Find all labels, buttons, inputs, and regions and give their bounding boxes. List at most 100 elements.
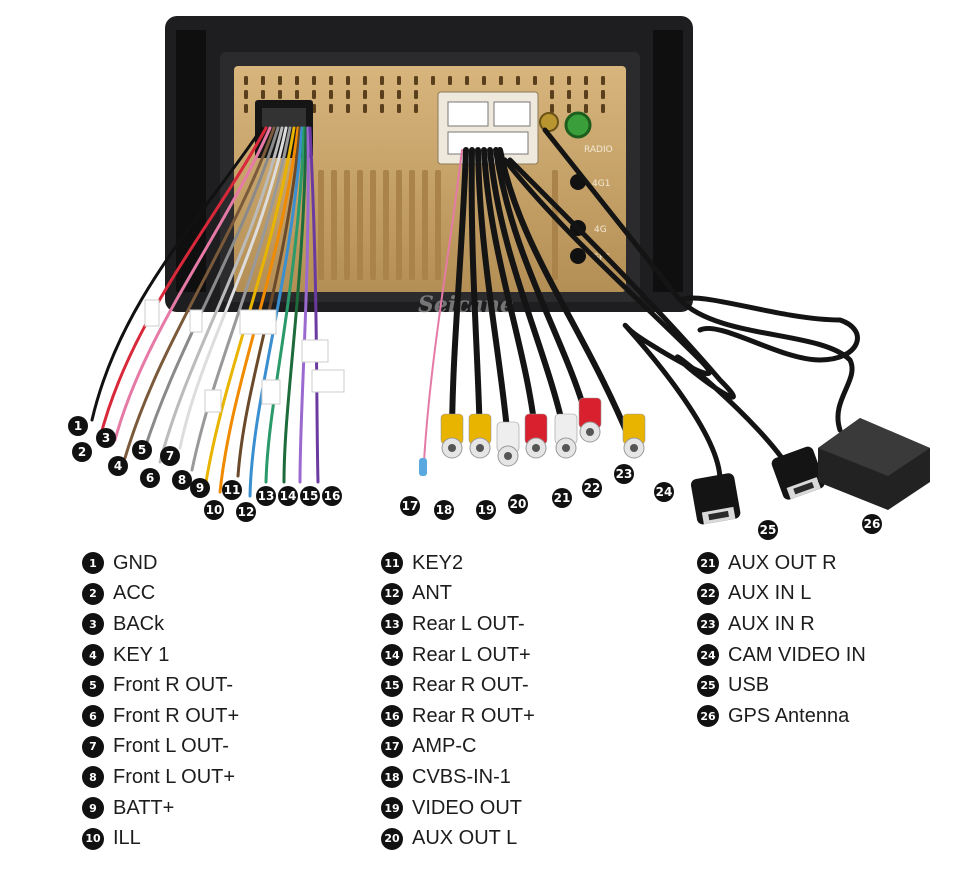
callout-marker-number: 23: [616, 467, 633, 481]
vent-slot: [601, 90, 605, 99]
legend-label: Front L OUT+: [113, 765, 236, 788]
callout-marker-14: 14: [278, 486, 298, 506]
callout-marker-number: 14: [280, 489, 297, 503]
wire-tag: [311, 369, 345, 393]
callout-marker-25: 25: [758, 520, 778, 540]
gps-cable-coil: [677, 295, 860, 363]
wire-5: [143, 126, 280, 450]
legend-label: KEY 1: [113, 643, 170, 666]
vent-slot: [397, 104, 401, 113]
vent-slot: [244, 90, 248, 99]
wiring-harness: [90, 126, 345, 498]
wire-tag: [239, 309, 277, 335]
vent-slot: [363, 104, 367, 113]
connector-b: [493, 101, 531, 127]
callout-marker-number: 4: [114, 459, 122, 473]
left-bracket: [176, 30, 206, 292]
vent-slot: [584, 90, 588, 99]
callout-marker-number: 17: [402, 499, 419, 513]
vent-slot: [295, 76, 299, 85]
callout-marker-number: 24: [656, 485, 673, 499]
vent-slot: [584, 76, 588, 85]
legend-label: VIDEO OUT: [412, 796, 523, 819]
rca-plug: [496, 421, 520, 467]
heatsink-fin: [422, 170, 428, 280]
fakra-port: [564, 111, 592, 139]
callout-marker-17: 17: [400, 496, 420, 516]
rca-plug: [440, 413, 464, 459]
legend-label: ACC: [113, 582, 156, 605]
callout-marker-number: 12: [238, 505, 255, 519]
rca-cable-23: [493, 147, 591, 425]
vent-slot: [414, 76, 418, 85]
legend-number-badge: 25: [697, 674, 719, 697]
legend-label: BACk: [113, 612, 165, 635]
legend-number-badge: 20: [381, 827, 403, 850]
vent-slot: [346, 104, 350, 113]
usb-cables: [502, 127, 860, 483]
rca-plug: [578, 397, 602, 443]
wire-4: [123, 126, 276, 460]
vent-slot: [244, 76, 248, 85]
callout-marker-number: 22: [584, 481, 601, 495]
vent-slot: [380, 90, 384, 99]
vent-slot: [295, 90, 299, 99]
vent-slot: [499, 76, 503, 85]
callout-marker-number: 21: [554, 491, 571, 505]
vent-slot: [380, 76, 384, 85]
watermark: Seicane: [418, 292, 514, 318]
vent-slot: [244, 104, 248, 113]
vent-slot: [465, 76, 469, 85]
rca-plug: [622, 413, 646, 459]
callout-marker-2: 2: [72, 442, 92, 462]
callout-marker-number: 11: [224, 483, 241, 497]
vent-slot: [601, 76, 605, 85]
heatsink-fin: [435, 170, 441, 280]
rca-cable-19: [468, 147, 483, 443]
gps-port: [570, 248, 586, 264]
legend-number-badge: 8: [82, 766, 104, 789]
legend-label: AUX OUT R: [728, 551, 837, 574]
wire-15: [298, 126, 310, 484]
legend-number-badge: 11: [381, 552, 403, 575]
legend-label: Front L OUT-: [113, 735, 229, 758]
vent-slot: [550, 90, 554, 99]
vent-slot: [329, 76, 333, 85]
callout-marker-12: 12: [236, 502, 256, 522]
legend-label: Rear R OUT+: [412, 704, 535, 727]
callout-marker-number: 9: [196, 481, 204, 495]
legend-number-badge: 21: [697, 552, 719, 575]
legend-number-badge: 22: [697, 582, 719, 605]
legend-label: USB: [728, 674, 770, 697]
wire-14: [282, 126, 308, 484]
callout-marker-number: 2: [78, 445, 86, 459]
vent-slot: [567, 76, 571, 85]
rca-plugs: [440, 397, 646, 467]
wire-tag: [189, 309, 203, 333]
legend-number-badge: 10: [82, 827, 104, 850]
vent-slot: [312, 90, 316, 99]
wire-3: [113, 126, 272, 442]
legend-label: Rear L OUT+: [412, 643, 531, 666]
vent-slot: [550, 76, 554, 85]
amp-c-tip: [419, 458, 427, 476]
legend-item-25: 25 USB: [697, 670, 866, 701]
legend-number-badge: 17: [381, 735, 403, 758]
legend-label: CAM VIDEO IN: [728, 643, 866, 666]
vent-slot: [414, 90, 418, 99]
wiring-diagram: RADIO 4G1 4G GPS Seicane: [68, 16, 930, 540]
wire-8: [190, 126, 292, 472]
harness-socket-inner: [262, 108, 306, 128]
legend-label: Rear L OUT-: [412, 612, 525, 635]
legend-number-badge: 24: [697, 644, 719, 667]
callout-marker-number: 20: [510, 497, 527, 511]
radio-port: [539, 112, 559, 132]
